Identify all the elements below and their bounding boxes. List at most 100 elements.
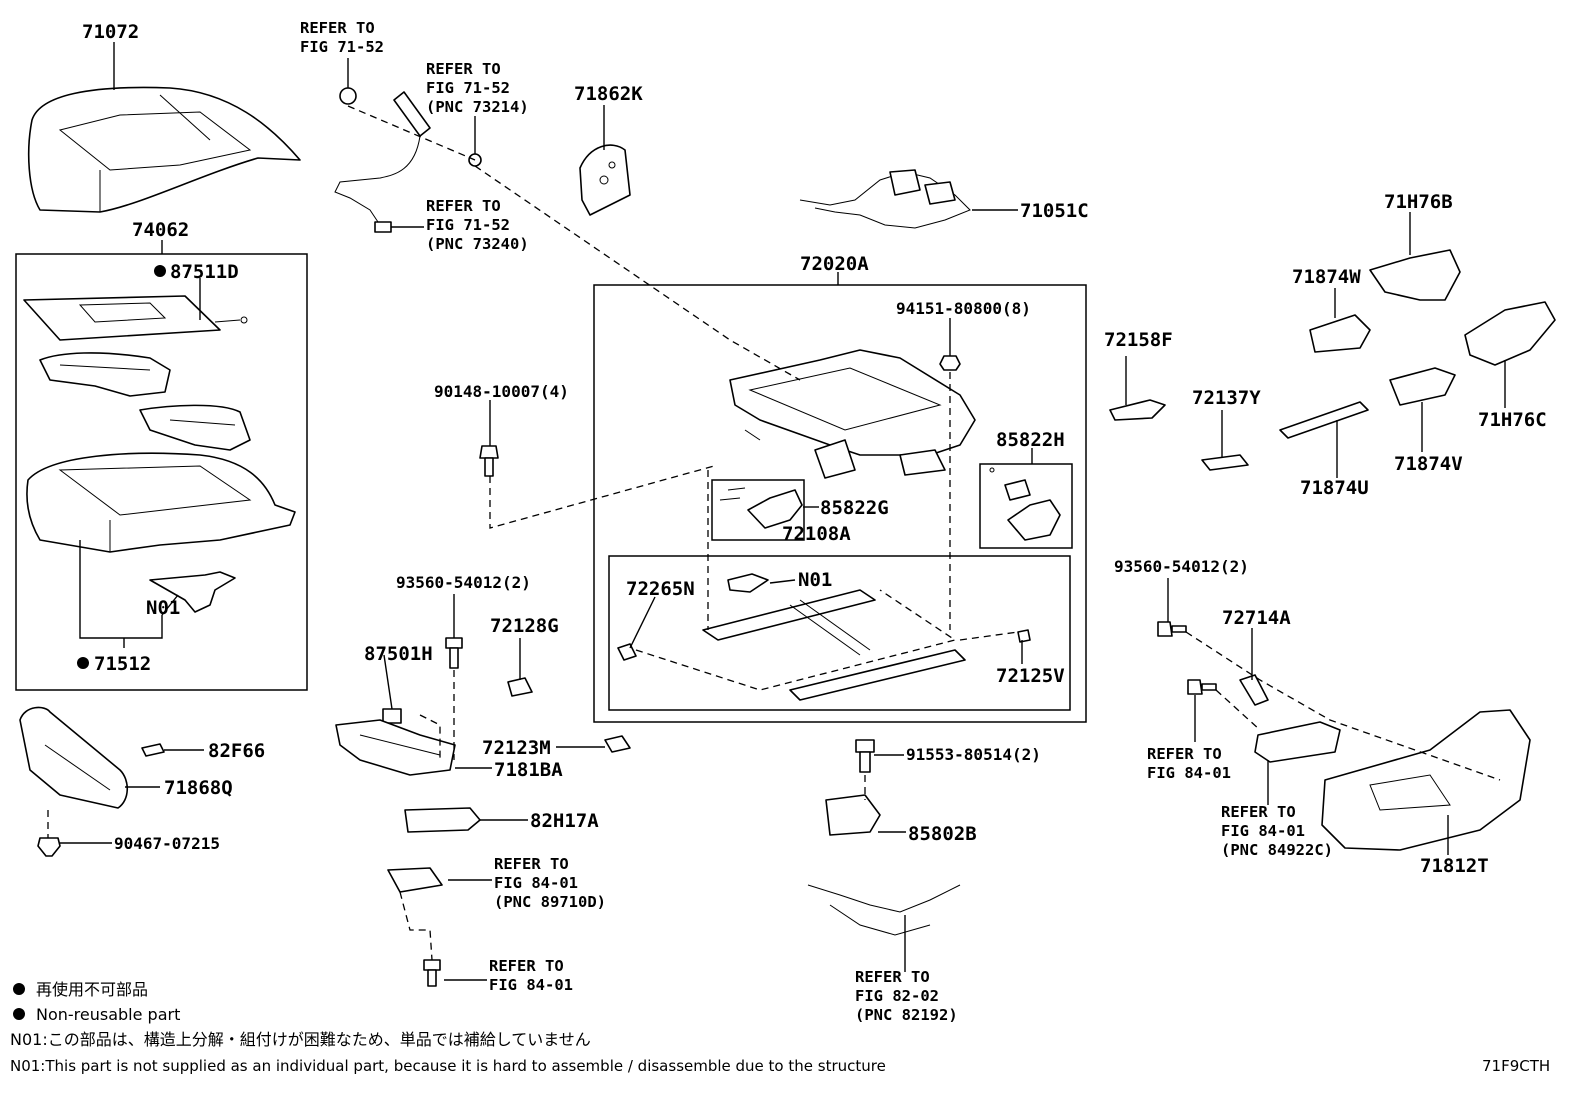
part-90148-bolt <box>479 445 499 477</box>
part-cushion-wire-frame <box>39 352 251 451</box>
label-91553-80514: 91553-80514(2) <box>906 745 1041 764</box>
label-n01-rail: N01 <box>798 569 832 591</box>
svg-text:(PNC 73240): (PNC 73240) <box>426 235 529 253</box>
part-71072-seat-cushion-cover <box>27 86 301 213</box>
nonreusable-dot-87511d <box>154 265 166 277</box>
label-93560-54012-b: 93560-54012(2) <box>1114 557 1249 576</box>
part-72265n-clip <box>617 643 637 661</box>
refer-note-fig71-52-pnc73240: REFER TO FIG 71-52 (PNC 73240) <box>426 197 529 253</box>
part-72137y-cover <box>1201 454 1249 471</box>
label-72137y: 72137Y <box>1192 387 1261 409</box>
svg-text:REFER TO: REFER TO <box>1147 745 1222 763</box>
refer-note-fig84-01-pnc84922c: REFER TO FIG 84-01 (PNC 84922C) <box>1221 803 1333 859</box>
part-94151-nut <box>939 355 961 371</box>
part-72108a-seat-rails <box>702 573 966 701</box>
label-71051c: 71051C <box>1020 200 1089 222</box>
leader-lines <box>60 42 1506 981</box>
dashed-lines <box>47 105 1501 961</box>
label-82f66: 82F66 <box>208 740 265 762</box>
part-71812t-shield <box>1321 709 1531 851</box>
part-n01-harness <box>149 571 236 613</box>
label-72158f: 72158F <box>1104 329 1173 351</box>
svg-text:REFER TO: REFER TO <box>489 957 564 975</box>
svg-text:FIG 71-52: FIG 71-52 <box>426 79 510 97</box>
part-72020a-seat-frame <box>729 349 976 479</box>
part-71874v-bracket <box>1389 367 1456 406</box>
part-72123m-clip <box>604 735 631 753</box>
refer-note-fig84-01-bolt: REFER TO FIG 84-01 <box>489 957 573 994</box>
part-85802b-module <box>825 794 881 836</box>
group-box-72020a <box>593 284 1087 723</box>
part-84922c-switch <box>1254 721 1341 763</box>
group-box-72108a <box>608 555 1071 711</box>
label-71862k: 71862K <box>574 83 643 105</box>
svg-text:REFER TO: REFER TO <box>300 19 375 37</box>
svg-text:REFER TO: REFER TO <box>494 855 569 873</box>
group-box-85822h <box>979 463 1073 549</box>
label-82h17a: 82H17A <box>530 810 599 832</box>
label-72020a: 72020A <box>800 253 869 275</box>
part-72714a-clip <box>1239 674 1269 706</box>
svg-text:FIG 84-01: FIG 84-01 <box>1221 822 1305 840</box>
part-90467-clip <box>37 837 61 857</box>
part-85822h-motor <box>989 467 1061 541</box>
label-71h76b: 71H76B <box>1384 191 1453 213</box>
refer-note-fig84-01-pnc89710d: REFER TO FIG 84-01 (PNC 89710D) <box>494 855 606 911</box>
nonreusable-dot-71512 <box>77 657 89 669</box>
label-85822h: 85822H <box>996 429 1065 451</box>
label-72108a: 72108A <box>782 523 851 545</box>
svg-text:FIG 84-01: FIG 84-01 <box>1147 764 1231 782</box>
refer-note-fig84-01-right: REFER TO FIG 84-01 <box>1147 745 1231 782</box>
part-71h76b-bracket <box>1369 249 1461 301</box>
label-93560-54012-a: 93560-54012(2) <box>396 573 531 592</box>
svg-text:(PNC 73214): (PNC 73214) <box>426 98 529 116</box>
label-71812t: 71812T <box>1420 855 1489 877</box>
legend-n01-en: N01:This part is not supplied as an indi… <box>10 1057 886 1075</box>
legend-nonreusable-jp: 再使用不可部品 <box>36 980 148 999</box>
label-94151-80800: 94151-80800(8) <box>896 299 1031 318</box>
label-90148-10007: 90148-10007(4) <box>434 382 569 401</box>
label-85802b: 85802B <box>908 823 977 845</box>
refer-note-fig71-52-buckle: REFER TO FIG 71-52 <box>300 19 384 56</box>
legend-nonreusable-en: Non-reusable part <box>36 1005 180 1024</box>
part-93560-bolt-b <box>1157 621 1217 695</box>
part-7181ba-bracket <box>335 719 456 776</box>
part-cushion-pad <box>26 452 296 553</box>
label-85822g: 85822G <box>820 497 889 519</box>
legend-dot-en <box>13 1008 25 1020</box>
legend-dot-jp <box>13 983 25 995</box>
label-87501h: 87501H <box>364 643 433 665</box>
label-71874v: 71874V <box>1394 453 1463 475</box>
label-71868q: 71868Q <box>164 777 233 799</box>
part-93560-bolt-a <box>445 637 463 669</box>
part-82192-harness <box>807 884 961 936</box>
label-74062: 74062 <box>132 219 189 241</box>
label-72714a: 72714A <box>1222 607 1291 629</box>
part-71874u-bracket <box>1279 401 1369 439</box>
part-82h17a-bracket <box>404 807 481 833</box>
part-71862k-cover <box>579 144 631 216</box>
label-71072: 71072 <box>82 21 139 43</box>
group-box-85822g <box>711 479 805 541</box>
part-72128g-cover <box>507 677 533 697</box>
figure-code: 71F9CTH <box>1482 1057 1550 1075</box>
part-fig84-bolt <box>423 959 441 987</box>
part-71868q-cover <box>19 706 129 809</box>
svg-text:REFER TO: REFER TO <box>426 197 501 215</box>
label-72123m: 72123M <box>482 737 551 759</box>
part-72125v-clip <box>1017 629 1031 643</box>
part-89710d-module <box>387 867 443 893</box>
part-87511d-heater-pad <box>23 295 248 341</box>
label-72125v: 72125V <box>996 665 1065 687</box>
svg-text:FIG 71-52: FIG 71-52 <box>300 38 384 56</box>
label-n01-cushion: N01 <box>146 597 180 619</box>
svg-text:FIG 71-52: FIG 71-52 <box>426 216 510 234</box>
part-85822g-motor <box>719 487 803 529</box>
svg-text:REFER TO: REFER TO <box>1221 803 1296 821</box>
label-7181ba: 7181BA <box>494 759 563 781</box>
svg-text:FIG 84-01: FIG 84-01 <box>489 976 573 994</box>
part-71h76c-bracket <box>1464 301 1556 366</box>
legend-n01-jp: N01:この部品は、構造上分解・組付けが困難なため、単品では補給していません <box>10 1030 591 1049</box>
part-91553-bolt <box>855 739 875 773</box>
